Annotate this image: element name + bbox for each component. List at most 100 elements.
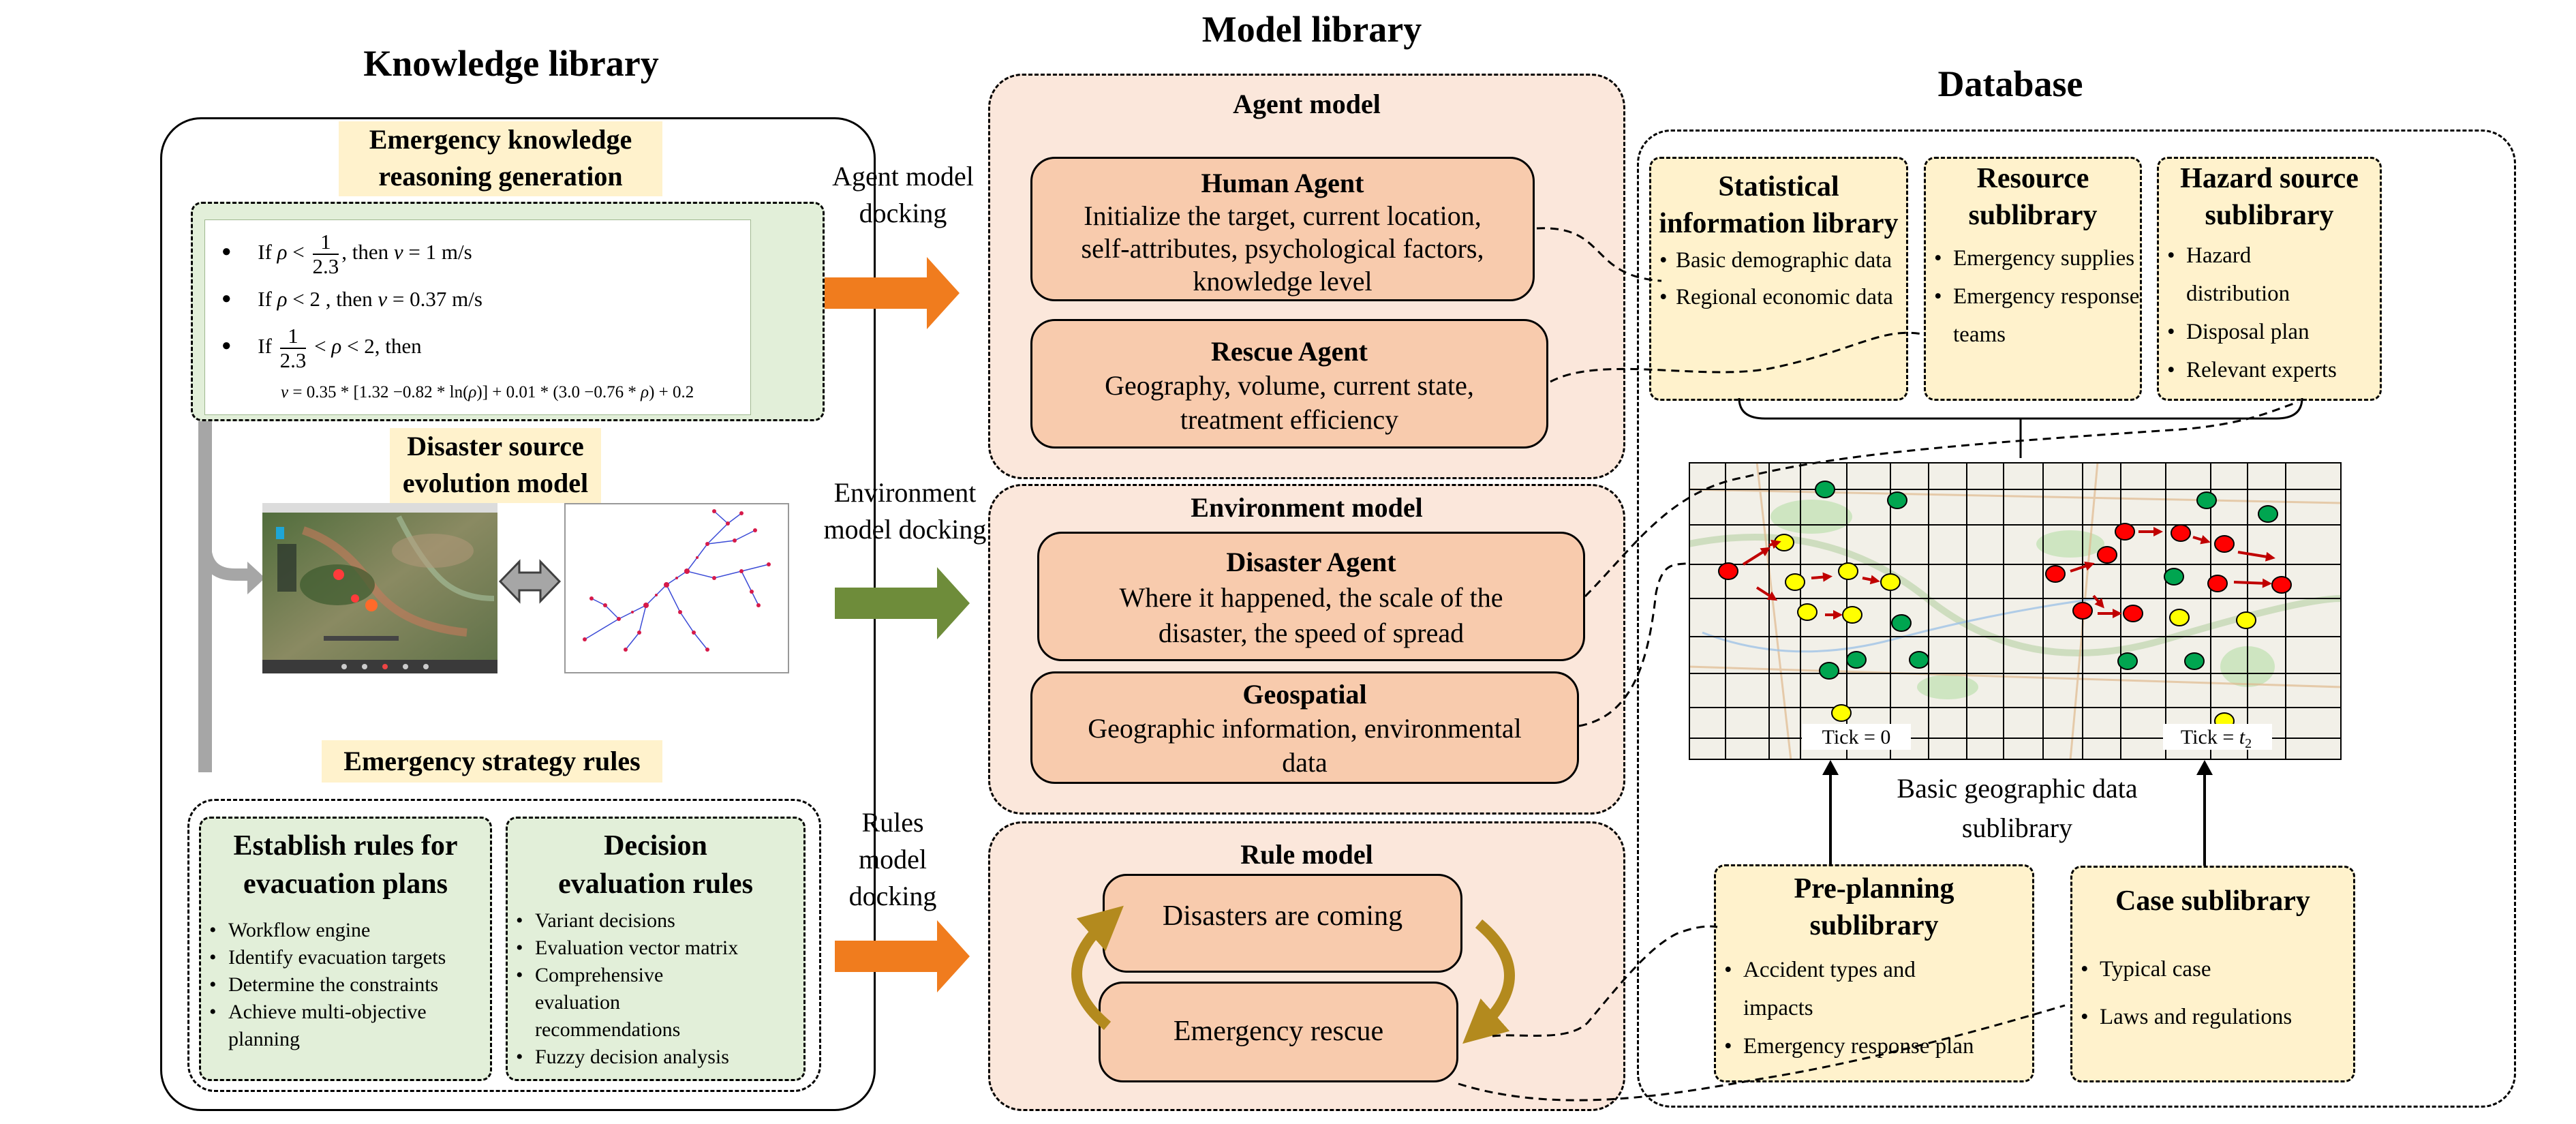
case-title: Case sublibrary	[2115, 885, 2310, 917]
disaster-source-label: Disaster source evolution model	[390, 428, 601, 503]
case-list: Typical case Laws and regulations	[2072, 945, 2353, 1041]
reasoning-generation-label: Emergency knowledge reasoning generation	[339, 121, 662, 196]
list-item: Evaluation vector matrix	[508, 935, 798, 962]
geospatial-box: Geospatial Geographic information, envir…	[1030, 671, 1579, 784]
emergency-rescue-box: Emergency rescue	[1099, 982, 1458, 1082]
human-agent-box: Human Agent Initialize the target, curre…	[1030, 157, 1535, 301]
map-move-arrowhead	[1833, 610, 1843, 620]
cycle-arrows	[1071, 905, 1515, 1044]
map-agent-dot	[2184, 652, 2205, 670]
map-agent-dot	[2196, 491, 2217, 509]
list-item: Fuzzy decision analysis	[508, 1044, 798, 1071]
map-agent-dot	[2169, 609, 2190, 626]
map-agent-dot	[1819, 662, 1839, 680]
rule-3: ● If 1 2.3 < ρ < 2, then	[221, 323, 422, 372]
rescue-agent-box: Rescue Agent Geography, volume, current …	[1030, 319, 1548, 449]
geospatial-title: Geospatial	[1242, 679, 1367, 710]
up-arrows	[1822, 760, 2213, 866]
map-agent-dot	[2045, 565, 2066, 583]
preplanning-list: Accident types and impacts Emergency res…	[1716, 951, 2032, 1065]
disaster-evolution-map-image	[262, 503, 497, 673]
hazard-list: Hazard distribution Disposal plan Releva…	[2159, 237, 2380, 389]
geospatial-line2: data	[1282, 747, 1328, 778]
agent-docking-arrow	[825, 257, 960, 329]
map-agent-dot	[1797, 603, 1818, 621]
map-agent-dot	[1815, 481, 1835, 498]
strategy-rules-box	[187, 799, 821, 1092]
map-agent-dot	[1785, 573, 1805, 591]
database-title: Database	[1937, 63, 2083, 104]
rules-docking-arrow	[835, 920, 970, 992]
disaster-agent-line2: disaster, the speed of spread	[1158, 618, 1465, 648]
map-agent-dot	[2115, 523, 2135, 541]
map-agent-dot	[2236, 611, 2256, 629]
map-agent-dot	[2171, 524, 2191, 542]
map-agent-dot	[2117, 652, 2138, 670]
disaster-agent-box: Disaster Agent Where it happened, the sc…	[1037, 532, 1585, 661]
map-agent-dot	[1842, 606, 1862, 624]
disaster-label-line1: Disaster source	[407, 431, 584, 461]
map-agent-dot	[1831, 704, 1852, 722]
rescue-agent-line1: Geography, volume, current state,	[1105, 370, 1474, 401]
map-agent-dot	[2097, 546, 2117, 564]
top-bracket	[1738, 398, 2303, 458]
map-agent-dot	[1909, 651, 1929, 669]
list-item: Workflow engine	[201, 917, 490, 944]
reasoning-rules-card	[204, 219, 751, 415]
map-agent-dot	[1887, 491, 1907, 509]
disaster-agent-line1: Where it happened, the scale of the	[1119, 582, 1503, 613]
rescue-agent-title: Rescue Agent	[1211, 336, 1368, 367]
evacuation-list: Workflow engine Identify evacuation targ…	[201, 917, 490, 1053]
map-agent-dot	[1880, 573, 1901, 591]
resource-list: Emergency supplies Emergency response te…	[1926, 239, 2140, 354]
list-item: Typical case	[2072, 945, 2353, 993]
model-library-title: Model library	[1201, 9, 1422, 50]
statistical-list: Basic demographic data Regional economic…	[1651, 242, 1906, 316]
grey-bracket-arrow	[198, 421, 265, 772]
rule-2: ● If ρ < 2 , then v = 0.37 m/s	[221, 287, 482, 311]
disaster-label-line2: evolution model	[402, 468, 589, 498]
human-agent-line1: Initialize the target, current location,	[1084, 200, 1482, 231]
environment-docking-arrow	[835, 567, 970, 639]
knowledge-library-title: Knowledge library	[363, 43, 659, 84]
disaster-network-image	[564, 503, 789, 673]
map-agent-dot	[2072, 602, 2093, 620]
geographic-grid-map: Tick = 0 Tick = t2	[1689, 462, 2342, 760]
geospatial-line1: Geographic information, environmental	[1088, 713, 1522, 744]
map-agent-dot	[2258, 505, 2278, 523]
human-agent-line2: self-attributes, psychological factors,	[1081, 233, 1484, 264]
reasoning-label-line2: reasoning generation	[378, 161, 623, 192]
list-item: Disposal plan	[2159, 313, 2380, 351]
map-move-arrowhead	[2094, 598, 2104, 609]
list-item: Comprehensive evaluation recommendations	[508, 962, 705, 1044]
case-sublibrary-box: Case sublibrary Typical case Laws and re…	[2070, 866, 2355, 1082]
reasoning-label-line1: Emergency knowledge	[369, 124, 632, 155]
list-item: Emergency supplies	[1926, 239, 2140, 277]
rule-1: ● If ρ < 1 2.3 , then v = 1 m/s	[221, 229, 472, 278]
list-item: Relevant experts	[2159, 351, 2380, 389]
list-item: Regional economic data	[1651, 279, 1906, 316]
rule-model-title: Rule model	[1240, 839, 1373, 870]
map-agent-dot	[2164, 568, 2184, 586]
disasters-coming-box: Disasters are coming	[1103, 874, 1462, 973]
tick-zero-label: Tick = 0	[1822, 726, 1891, 748]
list-item: Identify evacuation targets	[201, 944, 490, 971]
human-agent-line3: knowledge level	[1193, 266, 1373, 297]
list-item: Accident types and impacts	[1716, 951, 1968, 1027]
list-item: Emergency response teams	[1926, 277, 2140, 354]
list-item: Variant decisions	[508, 907, 798, 935]
map-agent-dot	[2214, 535, 2235, 553]
list-item: Emergency response plan	[1716, 1027, 2032, 1065]
